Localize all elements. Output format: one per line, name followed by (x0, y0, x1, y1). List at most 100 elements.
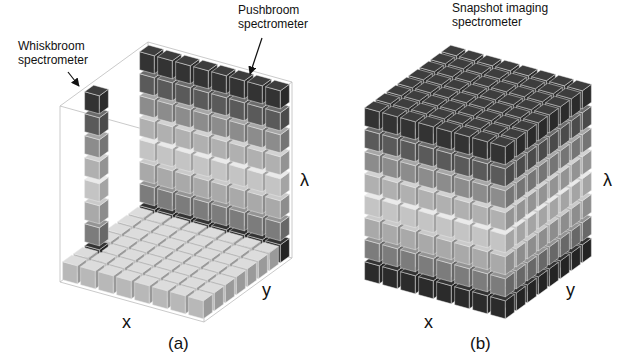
voxel-face (146, 267, 170, 278)
voxel-face (99, 265, 123, 276)
voxel-face (474, 76, 498, 87)
voxel-face (517, 99, 541, 110)
voxel-face (550, 75, 574, 86)
axis-label: x (122, 312, 131, 333)
voxel-face (81, 260, 105, 271)
voxel-face (521, 78, 545, 89)
voxel-face (237, 237, 261, 248)
callout-label: Snapshot imaging spectrometer (452, 2, 562, 30)
panel-label: (a) (168, 334, 189, 354)
voxel-face (460, 50, 484, 61)
voxel-cube (365, 45, 592, 319)
voxel-face (532, 70, 556, 81)
voxel-face (467, 63, 491, 74)
voxel-face (172, 230, 196, 241)
voxel-face (63, 255, 87, 266)
voxel-face (193, 269, 217, 280)
voxel-face (401, 111, 425, 122)
voxel-face (416, 82, 440, 93)
voxel-face (150, 246, 174, 257)
voxel-face (478, 55, 502, 66)
voxel-face (266, 80, 290, 91)
voxel-face (153, 280, 177, 291)
voxel-face (448, 113, 472, 124)
voxel-face (484, 123, 508, 134)
voxel-face (189, 290, 213, 301)
voxel-face (226, 245, 250, 256)
voxel-face (405, 90, 429, 101)
callout-label: Whiskbroom spectrometer (18, 40, 100, 68)
voxel-face (514, 65, 538, 76)
voxel-face (442, 45, 466, 56)
voxel-face (121, 249, 145, 260)
voxel-face (441, 100, 465, 111)
voxel-face (136, 220, 160, 231)
voxel-face (197, 248, 221, 259)
voxel-face (430, 108, 454, 119)
voxel-face (165, 217, 189, 228)
voxel-face (219, 232, 243, 243)
voxel-face (158, 50, 182, 61)
voxel-face (103, 244, 127, 255)
voxel-face (211, 274, 235, 285)
voxel-face (92, 252, 116, 263)
voxel-face (510, 86, 534, 97)
voxel-face (394, 98, 418, 109)
voxel-face (502, 128, 526, 139)
axis-label: x (424, 312, 433, 333)
voxel-face (107, 223, 131, 234)
voxel-face (212, 65, 236, 76)
voxel-face (420, 61, 444, 72)
voxel-face (438, 66, 462, 77)
voxel-face (244, 250, 268, 261)
voxel-face (455, 126, 479, 137)
voxel-face (503, 73, 527, 84)
voxel-face (176, 55, 200, 66)
voxel-face (434, 87, 458, 98)
voxel-face (539, 83, 563, 94)
voxel-face (168, 251, 192, 262)
voxel-face (139, 254, 163, 265)
voxel-face (383, 106, 407, 117)
voxel-face (376, 93, 400, 104)
voxel-face (496, 60, 520, 71)
voxel-face (495, 115, 519, 126)
frame-edge (60, 106, 61, 282)
voxel-face (117, 270, 141, 281)
leader-arrow (68, 72, 79, 86)
voxel-face (164, 272, 188, 283)
voxel-face (513, 120, 537, 131)
voxel-face (233, 258, 257, 269)
voxel-face (208, 240, 232, 251)
voxel-face (546, 96, 570, 107)
voxel-face (445, 79, 469, 90)
voxel-face (506, 107, 530, 118)
axis-label: λ (300, 170, 309, 191)
voxel-face (466, 118, 490, 129)
voxel-face (171, 285, 195, 296)
leader-arrow (250, 38, 262, 74)
voxel-face (431, 53, 455, 64)
voxel-face (114, 236, 138, 247)
frame-edge (292, 82, 293, 258)
voxel-face (182, 277, 206, 288)
voxel-face (204, 261, 228, 272)
voxel-face (154, 225, 178, 236)
voxel-face (215, 253, 239, 264)
voxel-face (528, 91, 552, 102)
voxel-face (473, 131, 497, 142)
voxel-face (449, 58, 473, 69)
voxel-face (492, 81, 516, 92)
bounding-frame (60, 42, 292, 322)
voxel-face (179, 243, 203, 254)
voxel-face (398, 77, 422, 88)
voxel-grid (63, 45, 290, 319)
voxel-face (175, 264, 199, 275)
voxel-face (557, 88, 581, 99)
voxel-face (201, 227, 225, 238)
voxel-face (452, 92, 476, 103)
voxel-face (85, 85, 109, 96)
voxel-face (230, 70, 254, 81)
voxel-face (74, 247, 98, 258)
